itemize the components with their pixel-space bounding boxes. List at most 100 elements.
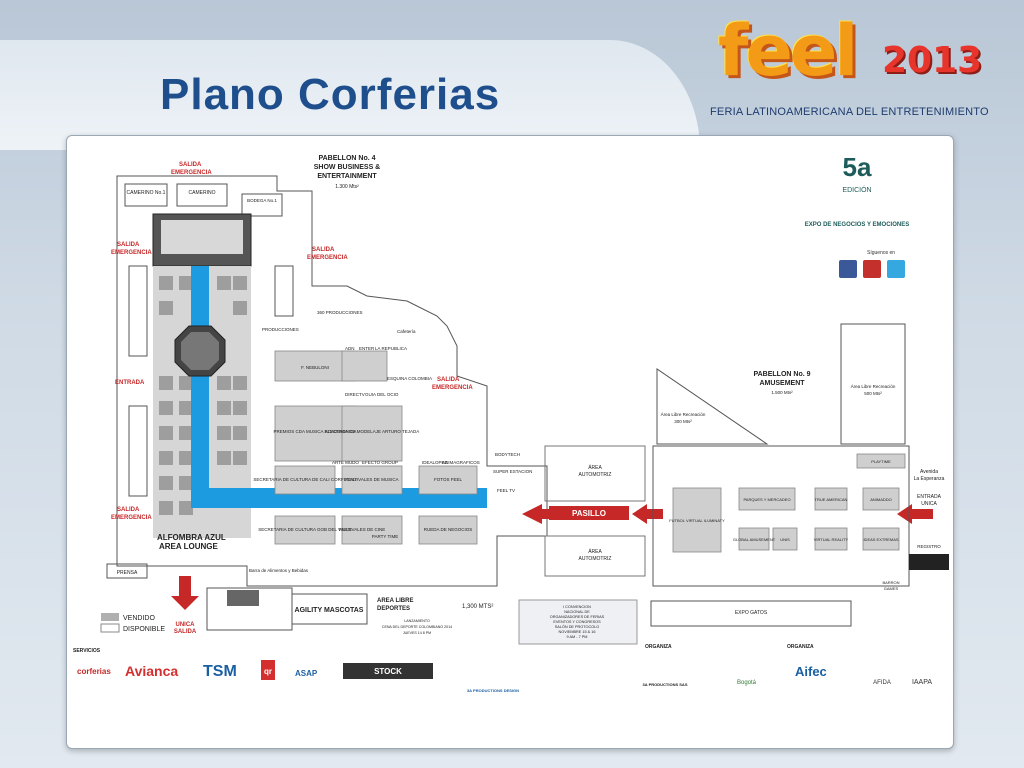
sponsor-tsm: TSM xyxy=(203,663,237,680)
organiza-right-label: ORGANIZA xyxy=(787,644,814,650)
label-esquina: ESQUINA COLOMBIA xyxy=(387,376,432,381)
page-title: Plano Corferias xyxy=(160,70,501,119)
salida-mid-1: SALIDA xyxy=(312,247,335,253)
recreacion-500-2: 500 Mts² xyxy=(864,391,882,396)
booth-label-fotos: FOTOS FEEL xyxy=(434,477,462,482)
salida-mid-2: EMERGENCIA xyxy=(307,255,348,261)
pabellon9-label-2: AMUSEMENT xyxy=(759,380,805,387)
lanzamiento-2: CENA DEL DEPORTE COLOMBIANO 2014 xyxy=(382,625,452,629)
label-idealopez: IDEALOPEZ xyxy=(422,460,448,465)
salida-top-2: EMERGENCIA xyxy=(171,170,212,176)
automotriz-1-line1: ÁREA xyxy=(588,464,602,471)
unica-salida-1: UNICA xyxy=(176,622,196,628)
recreacion-300-1: Área Libre Recreación xyxy=(661,411,706,417)
pasillo-arrow-mid xyxy=(632,504,663,524)
booth-festivales-musica xyxy=(341,465,403,495)
convencion-4: EVENTOS Y CONGRESOS xyxy=(553,620,601,624)
lanzamiento-3: JUEVES 14 8 PM xyxy=(403,631,431,635)
booth-fotos xyxy=(418,465,478,495)
pab9-label-ideas: IDEAS EXTREMAS xyxy=(863,537,898,542)
servicios-label: SERVICIOS xyxy=(73,648,101,654)
avenida-2: La Esperanza xyxy=(914,476,945,482)
booth-academia xyxy=(341,405,403,462)
entrada-unica-1: ENTRADA xyxy=(917,494,942,500)
sponsor-avianca: Avianca xyxy=(125,663,178,679)
sponsor-stock: STOCK xyxy=(374,667,402,676)
booth-cine xyxy=(341,515,403,545)
lanzamiento-1: LANZAMIENTO xyxy=(404,619,430,623)
booth-label-nebuloni: F. NEBULONI xyxy=(301,365,329,370)
pasillo-bar xyxy=(549,506,629,520)
organiza-3a: 3A PRODUCTIONS SAS xyxy=(643,682,688,687)
prensa-label: PRENSA xyxy=(117,570,138,576)
sponsor-3a: 3A PRODUCTIONS DESIGN xyxy=(467,688,519,693)
area-automotriz-2 xyxy=(544,535,646,577)
convencion-6: NOVIEMBRE 15 & 16 xyxy=(559,630,596,634)
area-libre-1: AREA LIBRE xyxy=(377,598,413,604)
alfombra-label-2: AREA LOUNGE xyxy=(159,542,218,551)
pabellon4-label-3: ENTERTAINMENT xyxy=(317,173,377,180)
recreacion-500-1: Área Libre Recreación xyxy=(851,383,896,389)
organiza-bogota: Bogotá xyxy=(737,680,757,686)
entrada-unica-2: UNICA xyxy=(921,501,937,507)
avenida-1: Avenida xyxy=(920,469,938,475)
convencion-3: ORGANIZADORES DE FERIAS xyxy=(550,615,605,619)
lounge-seating xyxy=(159,276,247,515)
barron-label-2: GAMES xyxy=(884,586,899,591)
pabellon9-area: 1.500 Mts² xyxy=(771,390,793,395)
legend-vendido: VENDIDO xyxy=(123,615,155,622)
convencion-1: I CONVENCION xyxy=(563,605,591,609)
entrada-arrow xyxy=(897,504,933,524)
recreacion-300-2: 300 Mts² xyxy=(674,419,692,424)
label-bodytech: BODYTECH xyxy=(495,452,520,457)
booth-label-premios: PREMIOS CDA MUSICA ELECTRONICA xyxy=(273,429,356,434)
feel-logo: feel 2013 FERIA LATINOAMERICANA DEL ENTR… xyxy=(700,10,1000,125)
sponsor-qr: qr xyxy=(264,667,272,676)
entrada-label: ENTRADA xyxy=(115,380,145,386)
pab9-label-playtime: PLAYTIME xyxy=(871,459,891,464)
booth-label-party: PARTY TIME xyxy=(372,534,398,539)
siguenos-label: Síguenos en xyxy=(867,250,895,256)
pab9-label-virtual: VIRTUAL REALITY xyxy=(814,537,849,542)
pab9-booths xyxy=(672,453,906,553)
booth-adn xyxy=(341,350,388,382)
twitter-icon[interactable] xyxy=(887,260,905,278)
label-cafeteria: Cafetería xyxy=(397,329,416,334)
pasillo-label: PASILLO xyxy=(572,509,606,518)
barron-label-1: BARRON xyxy=(882,580,899,585)
edition-label: EDICIÓN xyxy=(842,185,871,194)
label-360: 360 PRODUCCIONES xyxy=(317,310,363,315)
sponsor-asap: ASAP xyxy=(295,669,318,678)
logo-word: feel xyxy=(718,10,858,92)
label-animagraficos: ANIMAGRAFICOS xyxy=(442,460,480,465)
booth-label-valle: SECRETARIA DE CULTURA GOB DEL VALLE xyxy=(258,527,352,532)
barra-label: Barra de Alimentos y Bebidas xyxy=(249,568,309,573)
organiza-aifec: Aifec xyxy=(795,664,827,679)
salida-left-2: EMERGENCIA xyxy=(111,250,152,256)
pab9-label-true: TRUE AMERICAN xyxy=(815,497,848,502)
booth-label-festivales-musica: FESTIVALES DE MUSICA xyxy=(345,477,398,482)
logo-subtitle: FERIA LATINOAMERICANA DEL ENTRETENIMIENT… xyxy=(710,106,989,118)
area-automotriz-1 xyxy=(544,445,646,502)
label-enter: ENTER xyxy=(359,346,375,351)
youtube-icon[interactable] xyxy=(863,260,881,278)
expo-gatos-label: EXPO GATOS xyxy=(735,610,768,616)
octagon-inner xyxy=(181,332,219,370)
floor-plan: PABELLON No. 4 SHOW BUSINESS & ENTERTAIN… xyxy=(66,135,954,749)
pabellon4-area: 1.300 Mts² xyxy=(335,184,359,190)
salida-right-1: SALIDA xyxy=(437,377,460,383)
automotriz-1-line2: AUTOMOTRIZ xyxy=(579,472,612,478)
label-feeltv: FEEL TV xyxy=(497,488,515,493)
booth-label-cine: FESTIVALES DE CINE xyxy=(339,527,385,532)
agility-label: AGILITY MASCOTAS xyxy=(295,607,364,614)
convencion-2: NACIONAL DE xyxy=(564,610,590,614)
booth-label-cali: SECRETARIA DE CULTURA DE CALI CORFECALI xyxy=(253,477,356,482)
floor-plan-drawing: PABELLON No. 4 SHOW BUSINESS & ENTERTAIN… xyxy=(73,152,949,693)
agility-stage xyxy=(227,590,259,606)
pabellon4-label-2: SHOW BUSINESS & xyxy=(314,164,381,171)
pab9-label-unis: UNIS xyxy=(780,537,790,542)
facebook-icon[interactable] xyxy=(839,260,857,278)
automotriz-2-line1: ÁREA xyxy=(588,548,602,555)
booth-valle xyxy=(274,515,336,545)
label-producciones: PRODUCCIONES xyxy=(262,327,299,332)
